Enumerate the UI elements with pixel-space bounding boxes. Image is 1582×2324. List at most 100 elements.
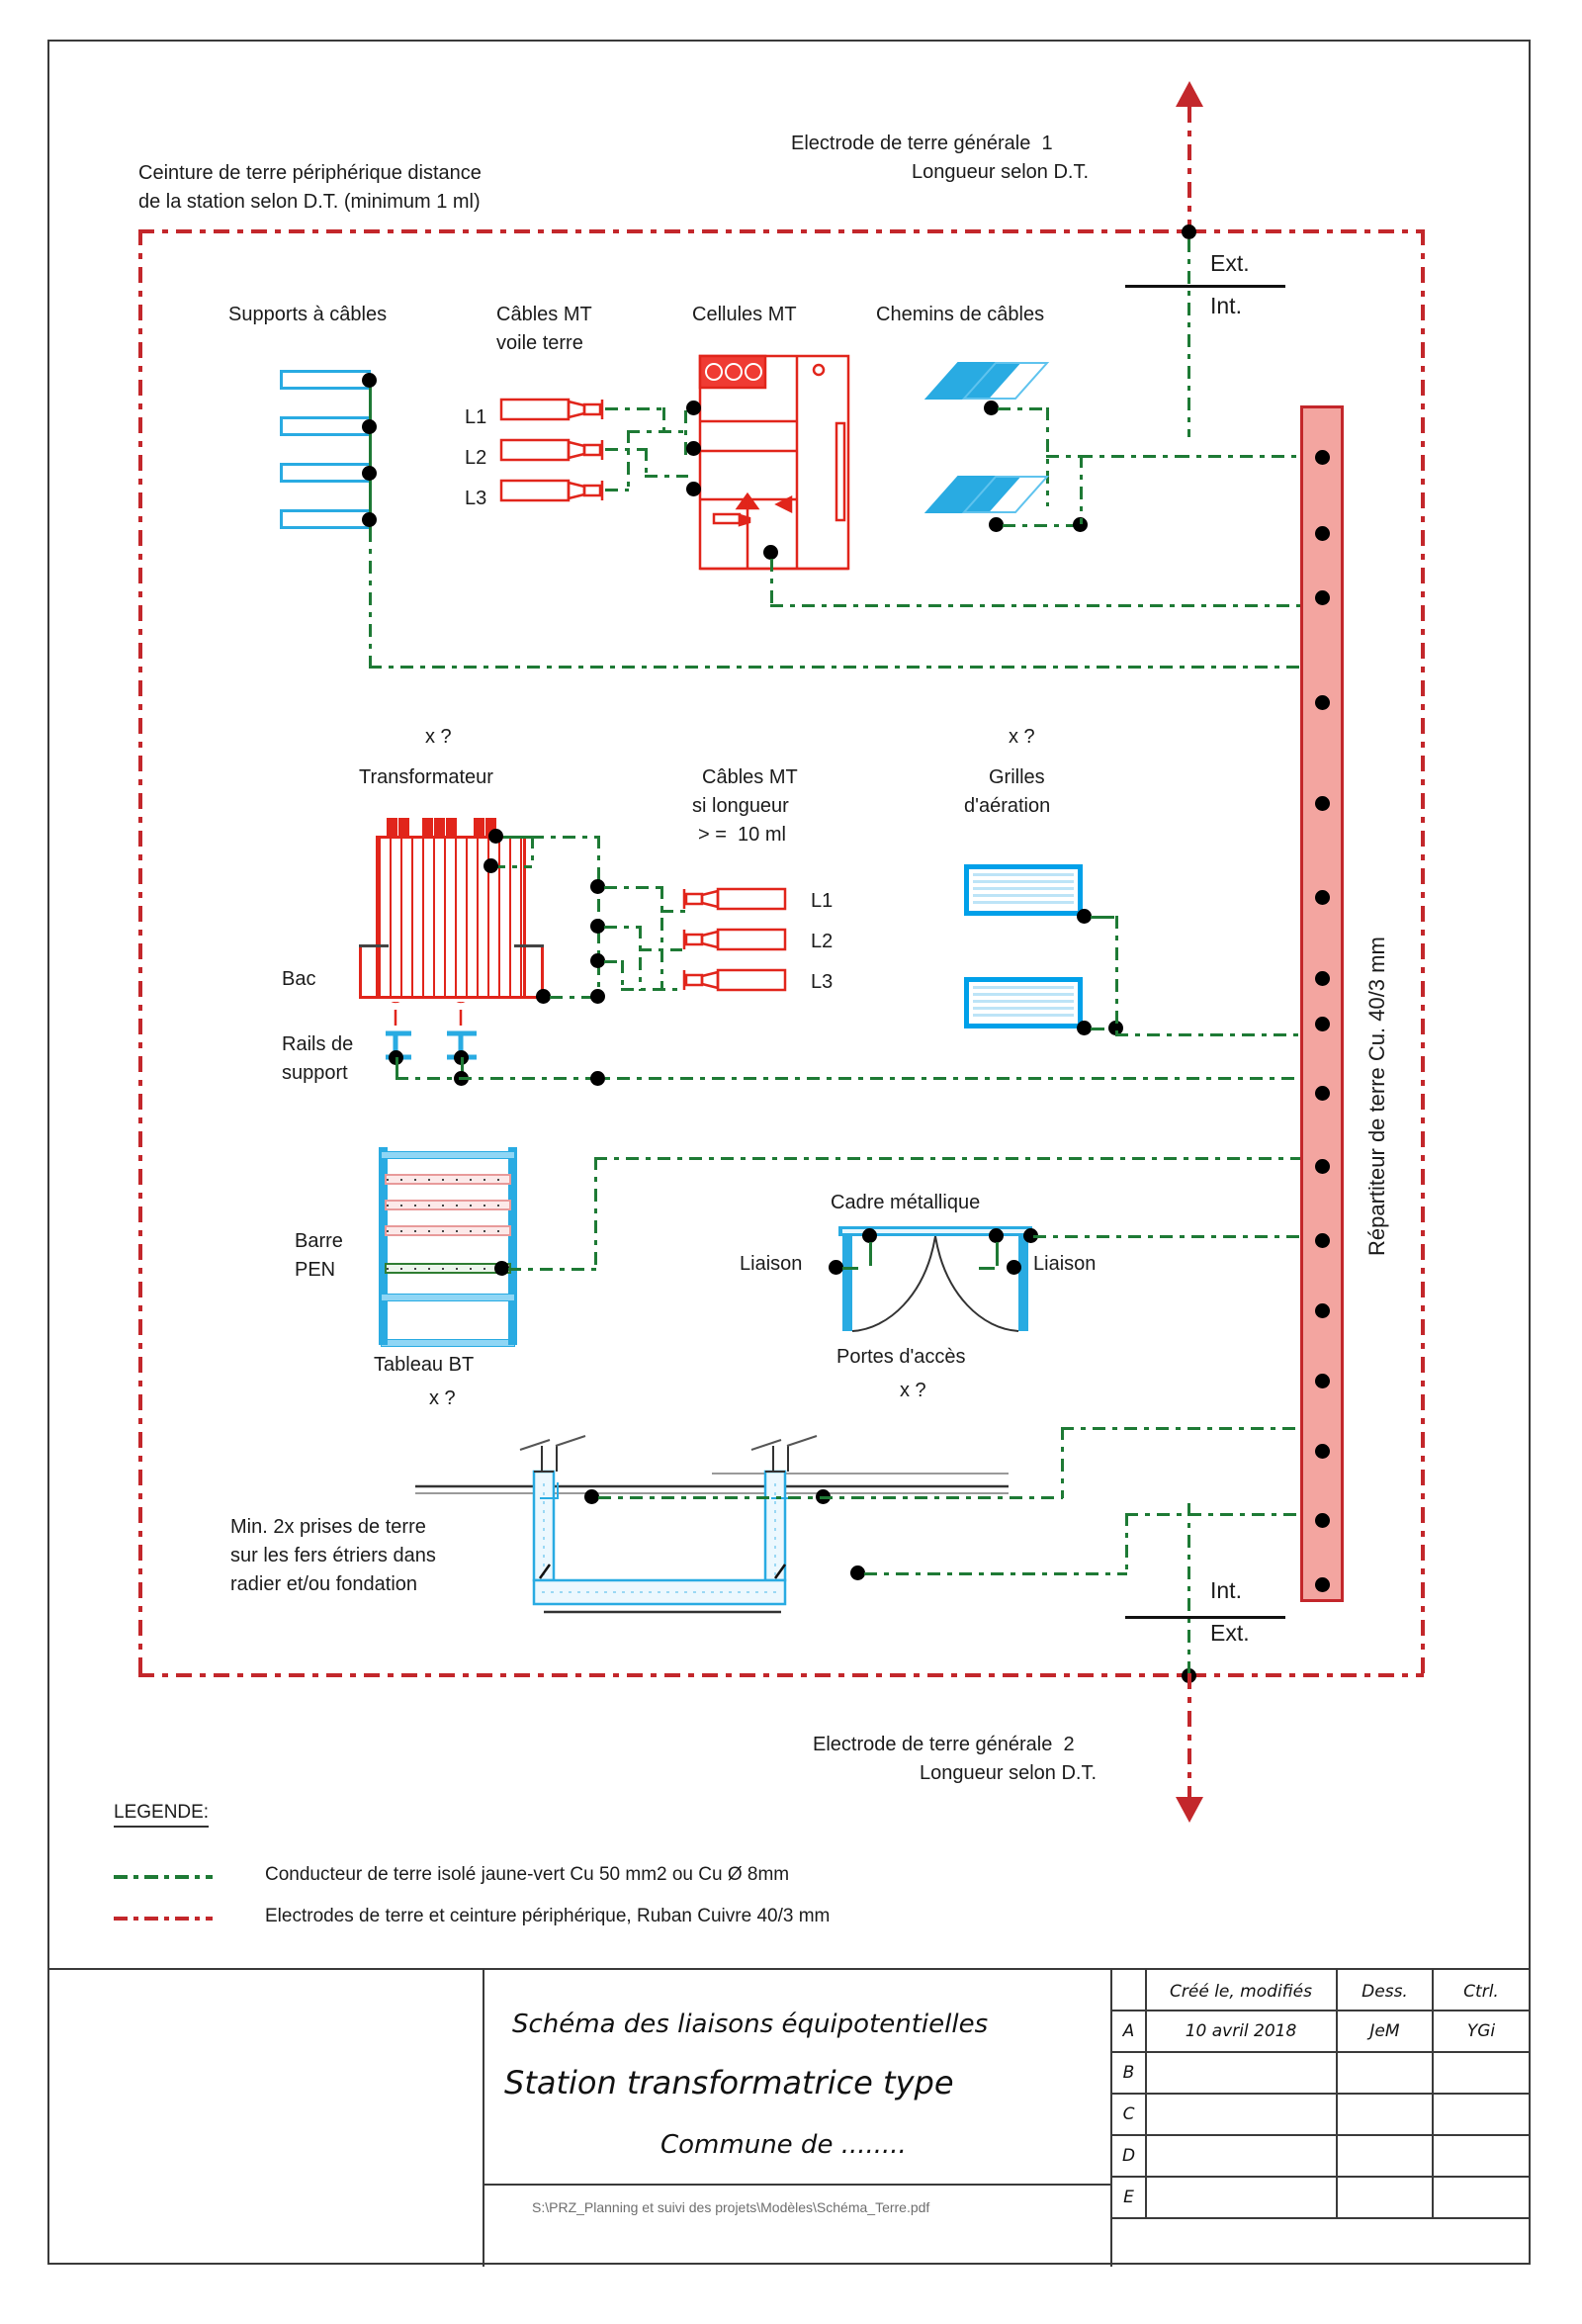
junction-dot xyxy=(488,829,503,844)
earth-link xyxy=(627,430,686,433)
tray-earth-link xyxy=(998,407,1049,410)
earth-run-to-bar-6 xyxy=(594,1157,1300,1160)
foundation-note-line1: Min. 2x prises de terre xyxy=(230,1516,426,1538)
bt-busbar xyxy=(385,1174,511,1185)
junction-dot xyxy=(1007,1260,1021,1275)
junction-dot xyxy=(984,401,999,415)
bar-terminal xyxy=(1315,1513,1330,1528)
junction-dot xyxy=(362,419,377,434)
earth-run-to-bar-3b xyxy=(1080,455,1179,458)
junction-dot xyxy=(362,466,377,481)
rev-dess-b xyxy=(1338,2053,1432,2093)
earth-distribution-bar xyxy=(1300,405,1344,1602)
phase-label-mid-l3: L3 xyxy=(811,971,834,993)
junction-dot-top-electrode xyxy=(1182,224,1196,239)
door-liaison-lead-right xyxy=(996,1242,999,1266)
grilles-count: x ? xyxy=(1009,726,1035,748)
cable-support-bar xyxy=(280,416,371,436)
junction-dot xyxy=(989,517,1004,532)
ventilation-grille-lower xyxy=(964,977,1083,1028)
electrode-stem-bottom xyxy=(1187,1673,1191,1797)
junction-dot xyxy=(362,373,377,388)
cable-support-earth-riser xyxy=(369,380,372,529)
transformer-bac xyxy=(359,944,544,999)
legend-title: LEGENDE: xyxy=(114,1802,210,1828)
junction-dot xyxy=(686,401,701,415)
perimeter-note-line1: Ceinture de terre périphérique distance xyxy=(138,162,482,184)
earth-link xyxy=(684,410,687,455)
tb-vline-1 xyxy=(483,1970,484,2267)
rev-dess-a: JeM xyxy=(1369,2021,1400,2041)
mt-earth-link xyxy=(621,960,624,990)
mt-earth-link xyxy=(639,948,682,951)
electrode-top-line2: Longueur selon D.T. xyxy=(912,161,1090,183)
label-cable-supports: Supports à câbles xyxy=(228,304,388,325)
rev-ctrl-d xyxy=(1434,2136,1529,2176)
cable-tray-lower xyxy=(924,476,1050,513)
rev-letter-d: D xyxy=(1121,2146,1136,2166)
label-mt-cables-top-1: Câbles MT xyxy=(496,304,592,325)
junction-dot xyxy=(590,1071,605,1086)
bt-pen-bar xyxy=(385,1263,511,1274)
tb-hline-r3 xyxy=(1110,2134,1531,2136)
title-line-1: Schéma des liaisons équipotentielles xyxy=(512,2010,989,2039)
label-liaison-left: Liaison xyxy=(740,1253,803,1275)
rev-header-dess: Dess. xyxy=(1362,1982,1408,2002)
transformer-bushings xyxy=(387,818,496,836)
rev-header-date: Créé le, modifiés xyxy=(1170,1982,1312,2002)
liaison-stub-right xyxy=(979,1267,995,1270)
earth-link xyxy=(627,430,630,490)
cable-support-bar xyxy=(280,509,371,529)
bar-terminal xyxy=(1315,1577,1330,1592)
bar-terminal xyxy=(1315,590,1330,605)
bt-post-right xyxy=(508,1147,517,1315)
tb-hline-r1 xyxy=(1110,2051,1531,2053)
rail-earth-lead xyxy=(461,1057,464,1079)
electrode-stem-top xyxy=(1187,107,1191,230)
electrode-bottom-line2: Longueur selon D.T. xyxy=(920,1762,1098,1784)
rev-dess-c xyxy=(1338,2095,1432,2134)
tray-earth-link xyxy=(1046,455,1082,458)
label-mt-cables-top-2: voile terre xyxy=(496,332,583,354)
rev-date-d xyxy=(1147,2136,1335,2176)
label-mt-cables-mid-1: Câbles MT xyxy=(702,766,798,788)
junction-dot xyxy=(362,512,377,527)
lv-switchboard xyxy=(379,1147,517,1315)
label-barre-pen-2: PEN xyxy=(295,1259,336,1281)
bar-terminal xyxy=(1315,526,1330,541)
rev-letter-c: C xyxy=(1122,2104,1135,2124)
label-liaison-right: Liaison xyxy=(1033,1253,1097,1275)
ext-int-divider-bottom xyxy=(1125,1616,1285,1619)
bar-terminal xyxy=(1315,695,1330,710)
bar-terminal xyxy=(1315,971,1330,986)
grille-slats xyxy=(973,986,1074,1020)
bt-rail-bottom xyxy=(381,1294,515,1301)
tx-earth-riser xyxy=(597,836,600,999)
legend-swatch-electrode xyxy=(114,1917,213,1921)
label-tableau-bt-count: x ? xyxy=(429,1387,456,1409)
junction-dot-rebar-left xyxy=(584,1489,599,1504)
junction-dot xyxy=(1077,909,1092,924)
bar-terminal xyxy=(1315,796,1330,811)
foundation-note-line2: sur les fers étriers dans xyxy=(230,1545,436,1566)
junction-dot xyxy=(1023,1228,1038,1243)
electrode-arrow-down xyxy=(1176,1797,1203,1823)
bt-rail-top xyxy=(381,1151,515,1159)
perimeter-bottom xyxy=(138,1673,1424,1677)
sheet-border xyxy=(47,40,1531,2265)
label-mt-cables-mid-3: > = 10 ml xyxy=(698,824,786,846)
cells-earth-drop xyxy=(770,559,773,606)
bar-terminal xyxy=(1315,1017,1330,1031)
junction-dot xyxy=(590,953,605,968)
junction-dot xyxy=(483,858,498,873)
title-line-3: Commune de ........ xyxy=(660,2130,907,2160)
bar-terminal xyxy=(1315,1444,1330,1459)
grille-earth-lead xyxy=(1091,1028,1104,1030)
foundation-earth-run-lower xyxy=(864,1572,1127,1575)
cable-support-earth-drop xyxy=(369,529,372,668)
junction-dot xyxy=(1073,517,1088,532)
tb-vline-2 xyxy=(1110,1970,1112,2267)
tray-earth-riser xyxy=(1080,455,1083,524)
label-grilles-1: Grilles xyxy=(989,766,1045,788)
